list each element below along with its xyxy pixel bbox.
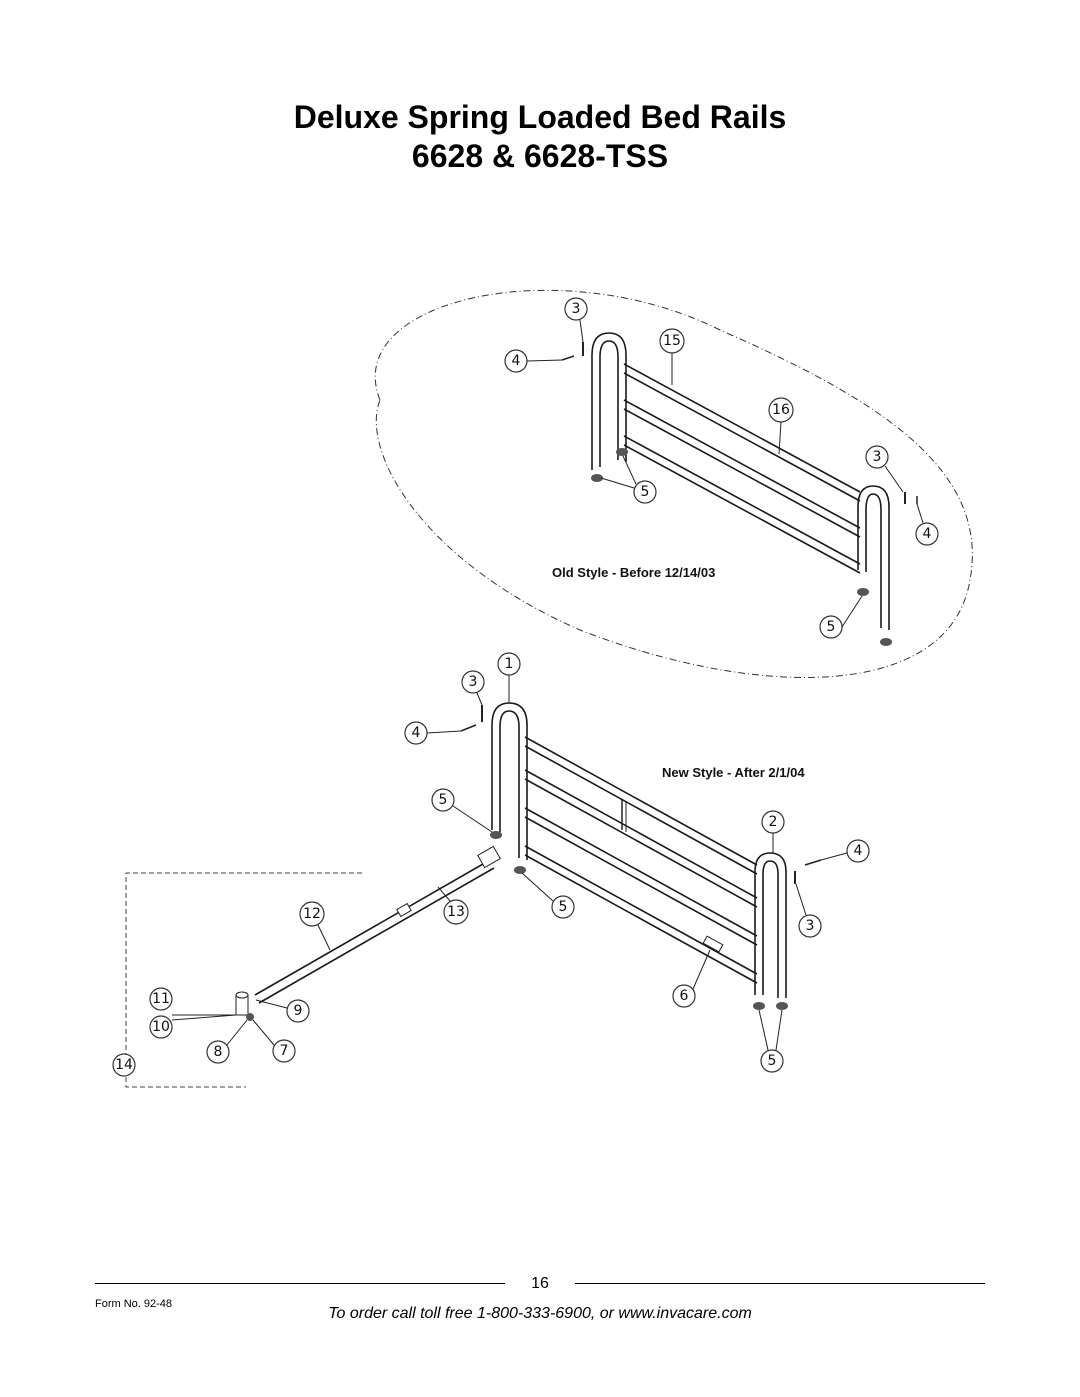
support-arm xyxy=(125,845,501,1088)
svg-text:4: 4 xyxy=(854,843,863,859)
callout-5-new-bottom: 5 xyxy=(760,1049,784,1073)
new-style-rail xyxy=(460,702,822,1010)
callout-11: 11 xyxy=(149,987,173,1011)
form-number: Form No. 92-48 xyxy=(95,1298,173,1310)
callout-4-new-left: 4 xyxy=(404,721,428,745)
new-style-caption: New Style - After 2/1/04 xyxy=(662,765,805,780)
svg-text:8: 8 xyxy=(214,1044,223,1060)
svg-text:3: 3 xyxy=(469,674,478,690)
footer-rule-right xyxy=(575,1283,985,1284)
callout-13: 13 xyxy=(443,899,469,925)
callout-10: 10 xyxy=(149,1015,173,1039)
svg-text:14: 14 xyxy=(115,1057,133,1073)
svg-text:5: 5 xyxy=(439,792,448,808)
callout-3-old-top: 3 xyxy=(564,297,588,321)
callout-2: 2 xyxy=(761,810,785,834)
old-style-region-outline xyxy=(374,289,973,678)
callout-1: 1 xyxy=(497,652,521,676)
callout-7: 7 xyxy=(272,1039,296,1063)
svg-text:9: 9 xyxy=(294,1003,303,1019)
model-numbers: 6628 & 6628-TSS xyxy=(411,138,669,174)
callout-4-old-right: 4 xyxy=(915,522,939,546)
callout-4-old-top: 4 xyxy=(504,349,528,373)
callout-15: 15 xyxy=(659,328,685,354)
svg-text:3: 3 xyxy=(873,449,882,465)
callout-5-new-left: 5 xyxy=(431,788,455,812)
new-style-callouts: 1 3 4 5 2 4 3 5 6 5 12 13 11 9 10 8 7 14 xyxy=(112,652,870,1077)
svg-text:6: 6 xyxy=(680,988,689,1004)
svg-text:12: 12 xyxy=(303,906,321,922)
svg-text:4: 4 xyxy=(923,526,932,542)
callout-6: 6 xyxy=(672,984,696,1008)
callout-3-old-right: 3 xyxy=(865,445,889,469)
callout-5-old-right: 5 xyxy=(819,615,843,639)
svg-text:10: 10 xyxy=(152,1019,170,1035)
callout-3-new-right: 3 xyxy=(798,914,822,938)
svg-text:5: 5 xyxy=(641,484,650,500)
svg-text:4: 4 xyxy=(412,725,421,741)
old-style-caption: Old Style - Before 12/14/03 xyxy=(552,565,715,580)
svg-text:1: 1 xyxy=(505,656,514,672)
callout-12: 12 xyxy=(299,901,325,927)
svg-text:11: 11 xyxy=(152,991,170,1007)
old-style-callouts: 3 4 15 16 3 5 4 5 xyxy=(504,297,939,639)
callout-14: 14 xyxy=(112,1053,136,1077)
svg-text:3: 3 xyxy=(806,918,815,934)
svg-text:15: 15 xyxy=(663,333,681,349)
callout-8: 8 xyxy=(206,1040,230,1064)
svg-text:5: 5 xyxy=(827,619,836,635)
svg-text:7: 7 xyxy=(280,1043,289,1059)
callout-5-old-left: 5 xyxy=(633,480,657,504)
svg-text:2: 2 xyxy=(769,814,778,830)
callout-9: 9 xyxy=(286,999,310,1023)
order-contact-line: To order call toll free 1-800-333-6900, … xyxy=(328,1305,752,1322)
callout-5-new-mid: 5 xyxy=(551,895,575,919)
old-style-rail xyxy=(561,332,918,646)
svg-text:5: 5 xyxy=(768,1053,777,1069)
svg-text:4: 4 xyxy=(512,353,521,369)
page-number: 16 xyxy=(531,1275,549,1292)
callout-4-new-right: 4 xyxy=(846,839,870,863)
svg-text:13: 13 xyxy=(447,904,465,920)
callout-3-new-top: 3 xyxy=(461,670,485,694)
svg-text:5: 5 xyxy=(559,899,568,915)
page-title: Deluxe Spring Loaded Bed Rails xyxy=(293,99,787,135)
footer-rule-left xyxy=(95,1283,505,1284)
callout-16: 16 xyxy=(768,397,794,423)
svg-text:3: 3 xyxy=(572,301,581,317)
svg-text:16: 16 xyxy=(772,402,790,418)
